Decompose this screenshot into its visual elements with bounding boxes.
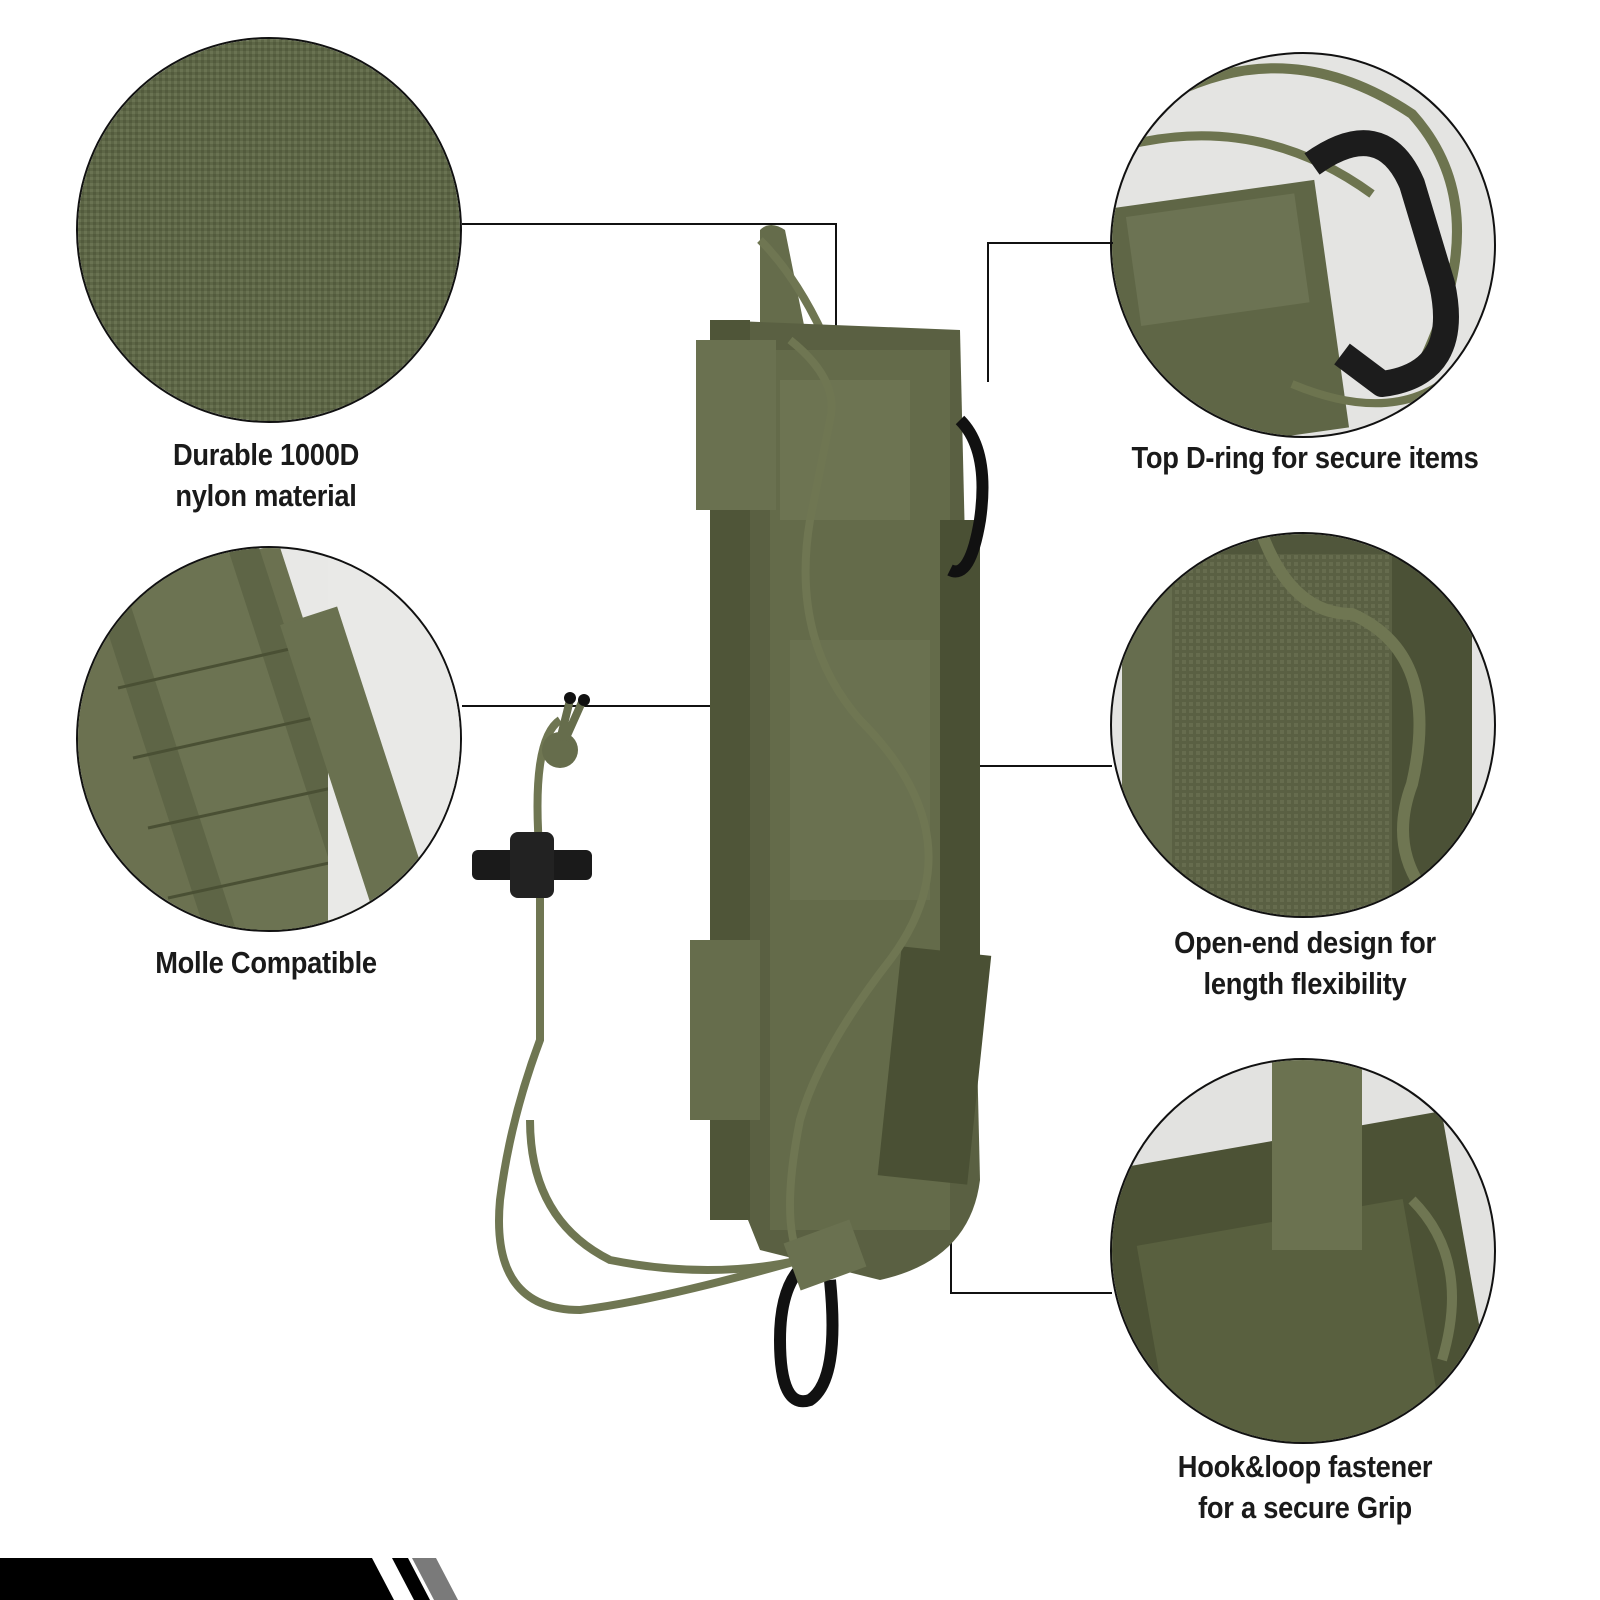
open-end-detail-circle [1110,532,1496,918]
open-end-image [1122,534,1472,916]
footer-stripe-bar [0,1558,458,1600]
connector-dring-h [987,242,1113,244]
nylon-detail-circle [76,37,462,423]
caption-nylon: Durable 1000D nylon material [172,437,360,513]
caption-open-end: Open-end design for length flexibility [1174,925,1436,1001]
hook-loop-detail-circle [1110,1058,1496,1444]
nylon-texture-image [78,39,460,421]
connector-hook-loop-h [950,1292,1112,1294]
caption-molle: Molle Compatible [155,945,377,980]
connector-molle-h [462,705,722,707]
connector-nylon-v [835,223,837,333]
molle-webbing-image [78,548,460,930]
dring-detail-circle [1110,52,1496,438]
connector-nylon-h [462,223,837,225]
hook-loop-image [1112,1060,1494,1442]
connector-open-end-h [860,765,1112,767]
molle-detail-circle [76,546,462,932]
caption-hook-loop: Hook&loop fastener for a secure Grip [1177,1449,1433,1525]
caption-dring: Top D-ring for secure items [1131,440,1479,475]
product-pouch-image [472,225,992,1408]
connector-dring-v [987,242,989,382]
dring-image [1112,63,1476,436]
